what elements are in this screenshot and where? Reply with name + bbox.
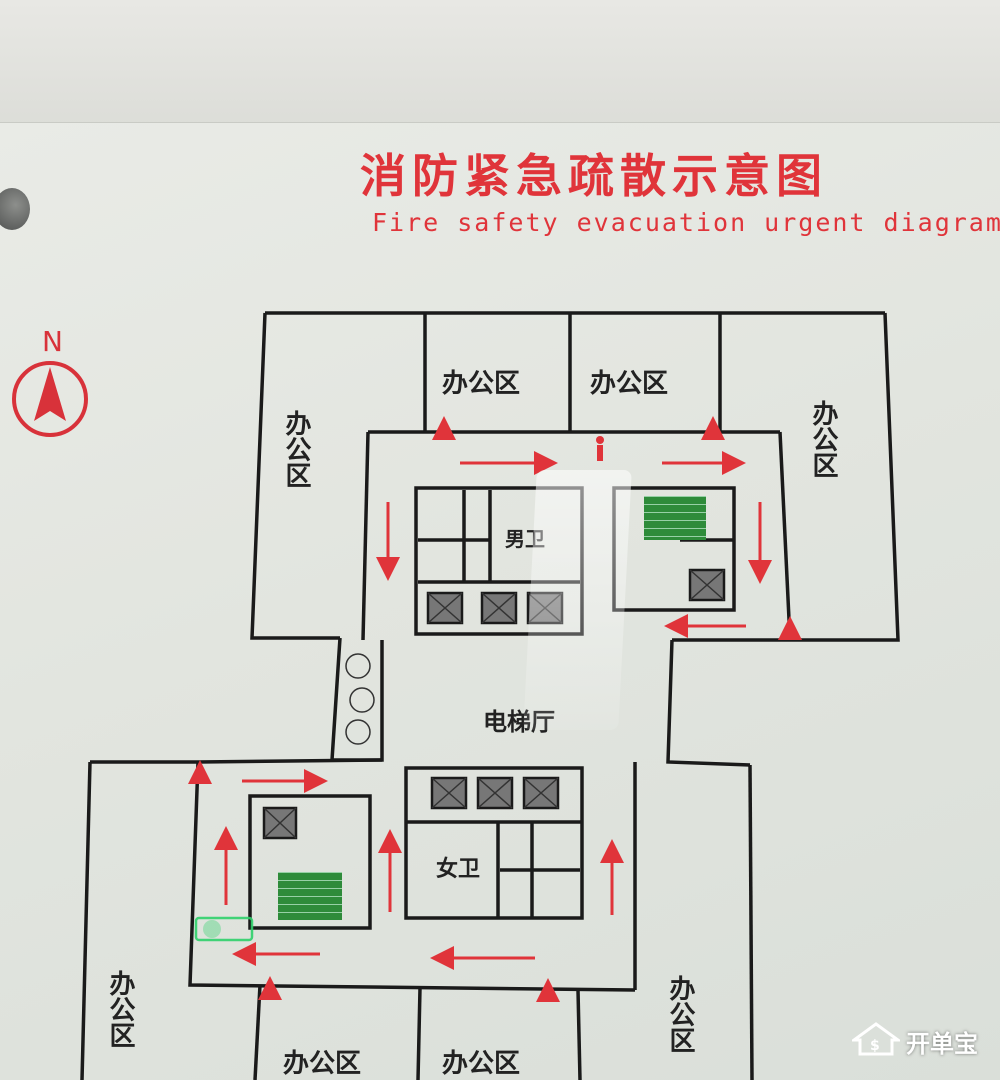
office-label-1: 办公区 bbox=[442, 369, 520, 399]
compass-rose-icon bbox=[12, 361, 88, 437]
person-icon bbox=[596, 436, 604, 461]
title-english: Fire safety evacuation urgent diagram bbox=[372, 208, 1000, 237]
light-glare bbox=[523, 470, 632, 730]
office-label-vertical-1: 办公区 bbox=[281, 410, 311, 488]
office-label-2: 办公区 bbox=[590, 369, 668, 399]
wall-background bbox=[0, 0, 1000, 128]
svg-text:$: $ bbox=[870, 1038, 880, 1054]
office-label-vertical-4: 办公区 bbox=[665, 975, 695, 1053]
mounting-screw bbox=[0, 188, 30, 230]
office-label-vertical-3: 办公区 bbox=[105, 970, 135, 1048]
title-chinese: 消防紧急疏散示意图 bbox=[360, 149, 828, 203]
exit-sign-icon bbox=[194, 916, 254, 942]
north-compass: N bbox=[10, 325, 92, 440]
building-walls bbox=[80, 311, 900, 1080]
vertical-office-labels: 办公区 办公区 办公区 办公区 bbox=[105, 400, 838, 1053]
compass-north-label: N bbox=[42, 325, 63, 358]
stairs-lower bbox=[278, 872, 342, 920]
women-restroom-label: 女卫 bbox=[436, 856, 480, 882]
watermark: $ 开单宝 bbox=[852, 1022, 992, 1058]
plant-icons bbox=[345, 653, 375, 745]
office-label-3: 办公区 bbox=[283, 1049, 361, 1079]
watermark-text: 开单宝 bbox=[906, 1030, 978, 1058]
office-label-vertical-2: 办公区 bbox=[808, 400, 838, 478]
office-label-4: 办公区 bbox=[442, 1049, 520, 1079]
house-dollar-icon: $ bbox=[852, 1022, 900, 1056]
evacuation-arrows bbox=[188, 416, 802, 1002]
stairs-upper bbox=[644, 496, 706, 540]
